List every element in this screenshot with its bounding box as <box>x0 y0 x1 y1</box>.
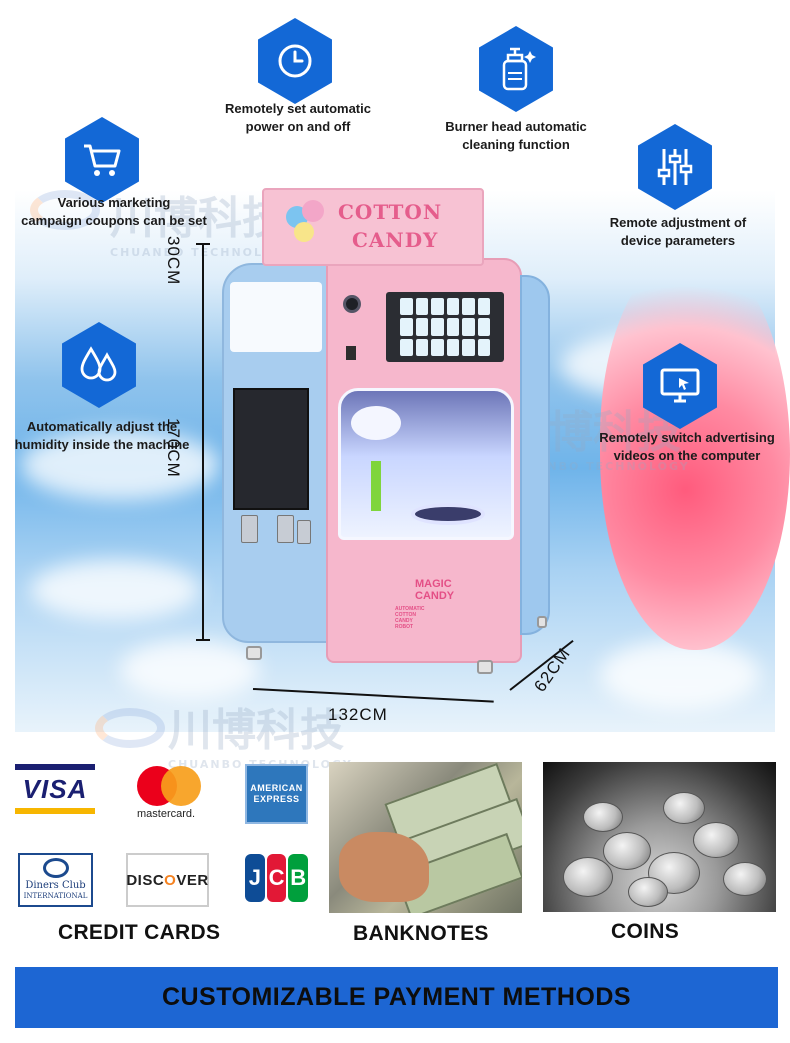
spinner-head <box>411 503 485 525</box>
instruction-card <box>230 282 322 352</box>
dimension-body-height: 170CM <box>164 418 183 478</box>
panel-brand-line1: MAGIC <box>415 578 452 590</box>
visa-logo: VISA <box>15 764 95 814</box>
cotton-candy-floss-image <box>600 250 790 650</box>
machine-wheel <box>537 616 547 628</box>
balloon-decoration <box>302 200 324 222</box>
mastercard-logo: mastercard. <box>133 764 209 824</box>
cloud-decoration <box>20 430 220 500</box>
coins-label: COINS <box>611 920 680 943</box>
machine-top-sign: COTTON CANDY <box>262 188 484 266</box>
panel-brand-line2: CANDY <box>415 590 455 602</box>
height-dimension-tick <box>196 639 210 641</box>
cotton-candy-sample <box>351 406 401 440</box>
watermark-logo <box>30 190 100 230</box>
cloud-decoration <box>120 640 260 700</box>
clock-icon <box>258 18 332 104</box>
touch-screen[interactable] <box>386 292 504 362</box>
machine-wheel <box>477 660 493 674</box>
cloud-decoration <box>30 560 200 620</box>
camera-icon <box>343 295 361 313</box>
height-dimension-tick <box>196 243 210 245</box>
discover-logo: DISCOVER <box>126 853 209 907</box>
machine-wheel <box>246 646 262 660</box>
panel-subtitle: AUTOMATIC COTTON CANDY ROBOT <box>395 606 425 630</box>
monitor-cursor-icon <box>643 343 717 429</box>
robot-arm <box>371 461 381 511</box>
hand-holding-cash <box>339 832 429 902</box>
banknotes-label: BANKNOTES <box>353 922 489 945</box>
water-drops-icon <box>62 322 136 408</box>
coins-photo <box>543 762 776 912</box>
american-express-logo: AMERICAN EXPRESS <box>245 764 308 824</box>
left-advertising-screen <box>233 388 309 510</box>
sliders-icon <box>638 124 712 210</box>
balloon-decoration <box>294 222 314 242</box>
sign-title-line2: CANDY <box>352 228 439 252</box>
payment-methods-banner: CUSTOMIZABLE PAYMENT METHODS <box>15 967 778 1028</box>
banner-title: CUSTOMIZABLE PAYMENT METHODS <box>161 983 632 1011</box>
banknotes-photo <box>329 762 522 913</box>
height-dimension-line <box>202 243 204 641</box>
bill-acceptor <box>277 515 294 543</box>
dispenser-bottle-icon <box>479 26 553 112</box>
display-window <box>338 388 514 540</box>
dimension-top-height: 30CM <box>164 236 183 286</box>
card-reader <box>297 520 311 544</box>
jcb-logo: J C B <box>243 852 310 904</box>
coin-acceptor <box>241 515 258 543</box>
cloud-decoration <box>600 640 760 710</box>
sign-title-line1: COTTON <box>338 200 443 224</box>
credit-cards-label: CREDIT CARDS <box>58 921 221 944</box>
watermark-logo <box>95 708 165 748</box>
machine-side-panel <box>520 275 550 635</box>
dimension-width: 132CM <box>328 705 388 724</box>
diners-club-logo: Diners Club INTERNATIONAL <box>18 853 93 907</box>
scanner-slot <box>346 346 356 360</box>
